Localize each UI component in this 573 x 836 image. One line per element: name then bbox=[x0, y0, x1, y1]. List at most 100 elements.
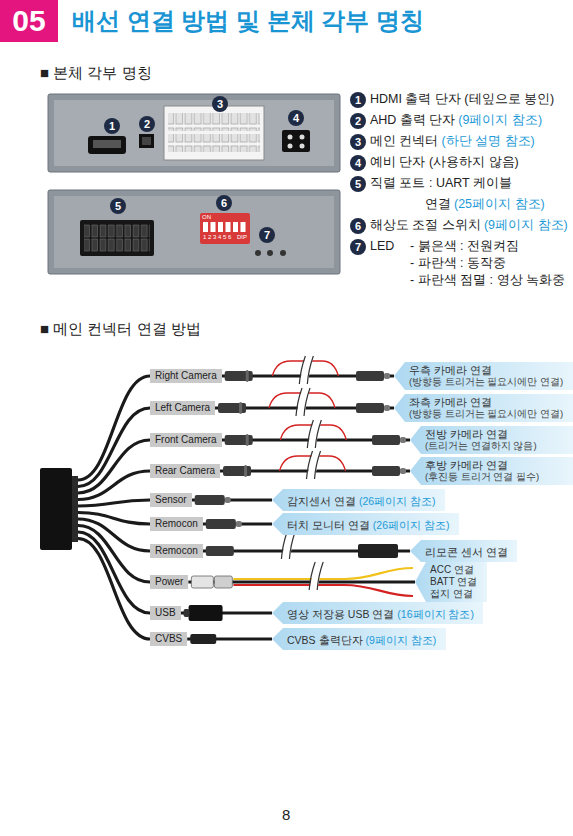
cable-name: USB bbox=[155, 607, 176, 618]
label-text: 해상도 조절 스위치 bbox=[370, 218, 481, 234]
break-mask bbox=[281, 531, 295, 559]
cable-tag: Front Camera bbox=[150, 433, 222, 447]
hdmi-port bbox=[88, 136, 126, 154]
led bbox=[255, 250, 261, 256]
label-text: - 파란색 : 동작중 bbox=[410, 256, 506, 272]
callout-arrow-fill bbox=[410, 457, 573, 485]
dip-switch bbox=[200, 213, 250, 244]
spare-port bbox=[282, 130, 310, 152]
plug-ring bbox=[239, 402, 242, 414]
cable-tag: Sensor bbox=[150, 493, 192, 507]
cable-plug bbox=[218, 403, 246, 413]
label-text: 직렬 포트 : UART 케이블 bbox=[370, 176, 512, 192]
callout-number: 3 bbox=[212, 96, 228, 112]
cable-name: Remocon bbox=[155, 545, 198, 556]
cable-tag: Left Camera bbox=[150, 401, 215, 415]
callout-band: 후방 카메라 연결(후진등 트리거 연결 필수) bbox=[410, 457, 573, 485]
plug-tip bbox=[225, 497, 231, 503]
plug-tip bbox=[400, 468, 406, 474]
plug-ring bbox=[246, 434, 249, 446]
label-text: ■ 메인 컨넥터 연결 방법 bbox=[40, 320, 201, 339]
device-body-rear bbox=[48, 190, 340, 274]
label-text: LED bbox=[370, 239, 394, 255]
callout-arrow-fill bbox=[272, 628, 446, 650]
cable-plug bbox=[195, 495, 225, 505]
callout-text: 터치 모니터 연결 bbox=[287, 519, 370, 531]
label-text: (9페이지 참조) bbox=[458, 113, 542, 129]
callout-number: 4 bbox=[288, 110, 304, 126]
callout-band: CVBS 출력단자(9페이지 참조) bbox=[272, 628, 446, 650]
callout-arrow-fill bbox=[272, 489, 445, 511]
device-body-front bbox=[48, 94, 340, 172]
cable-name: Remocon bbox=[155, 518, 198, 529]
dip-lever bbox=[203, 222, 208, 232]
usb-plug-neck bbox=[184, 609, 190, 617]
connector-pins bbox=[168, 134, 260, 152]
plug-ring bbox=[244, 465, 247, 477]
break-mark bbox=[307, 451, 313, 479]
page-title: 배선 연결 방법 및 본체 각부 명칭 bbox=[72, 5, 424, 37]
harness-wire bbox=[78, 471, 150, 500]
callout-arrow-fill bbox=[394, 394, 573, 422]
callout-band: 리모콘 센서 연결 bbox=[410, 540, 517, 562]
cable-name: CVBS bbox=[155, 633, 182, 644]
plug-tip bbox=[384, 405, 390, 411]
main-connector bbox=[164, 106, 264, 160]
cable-name: Rear Camera bbox=[155, 465, 215, 476]
break-mask bbox=[309, 562, 323, 590]
cable-plug bbox=[356, 371, 384, 381]
usb-plug-body bbox=[189, 605, 223, 621]
break-mask bbox=[307, 451, 321, 479]
section-number: 05 bbox=[12, 4, 45, 37]
label-text: HDMI 출력 단자 (테잎으로 봉인) bbox=[370, 92, 554, 108]
break-mark bbox=[296, 388, 302, 416]
callout-text: CVBS 출력단자 bbox=[287, 634, 363, 646]
label-text: (9페이지 참조) bbox=[484, 218, 568, 234]
cable-plug bbox=[356, 403, 384, 413]
callout-text: BATT 연결 bbox=[430, 576, 479, 588]
ahd-port bbox=[139, 134, 154, 148]
spare-pin bbox=[288, 144, 293, 149]
harness-wire bbox=[78, 513, 150, 525]
cable-tag: Right Camera bbox=[150, 369, 222, 383]
label-text: 예비 단자 (사용하지 않음) bbox=[370, 155, 519, 171]
callout-text: 접지 연결 bbox=[430, 588, 479, 600]
serial-pins bbox=[84, 224, 150, 252]
callout-text: (방향등 트리거는 필요시에만 연결) bbox=[409, 408, 565, 420]
wire-yellow bbox=[233, 568, 413, 579]
label-text: DIP bbox=[237, 234, 247, 242]
callout-band: 좌측 카메라 연결(방향등 트리거는 필요시에만 연결) bbox=[394, 394, 573, 422]
label-text: ON bbox=[202, 214, 211, 222]
callout-text: 감지센서 연결 bbox=[287, 495, 356, 507]
callout-number: 7 bbox=[259, 227, 275, 243]
callout-text: 리모콘 센서 연결 bbox=[425, 546, 508, 558]
cable-name: Front Camera bbox=[155, 434, 217, 445]
break-mark bbox=[304, 388, 310, 416]
cable-plug bbox=[206, 546, 234, 556]
power-plug-female bbox=[191, 576, 213, 588]
cable-tag: CVBS bbox=[150, 632, 187, 646]
callout-text: 좌측 카메라 연결 bbox=[409, 396, 565, 408]
callout-text: 우측 카메라 연결 bbox=[409, 364, 565, 376]
break-mask bbox=[296, 388, 310, 416]
connector-pins bbox=[168, 113, 260, 131]
callout-band: 전방 카메라 연결(트리거는 연결하지 않음) bbox=[410, 426, 573, 454]
cable-tag: Power bbox=[150, 575, 188, 589]
callout-text: (9페이지 참조) bbox=[366, 634, 437, 646]
break-mask bbox=[299, 356, 313, 384]
serial-port bbox=[80, 220, 154, 256]
plug-tip bbox=[384, 373, 390, 379]
label-text: (하단 설명 참조) bbox=[441, 134, 534, 150]
cable-plug bbox=[206, 519, 236, 529]
cable-tag: Rear Camera bbox=[150, 464, 220, 478]
callout-text: (26페이지 참조) bbox=[373, 519, 450, 531]
label-text: 1 2 3 4 5 6 bbox=[203, 234, 231, 242]
harness-wire bbox=[78, 408, 150, 487]
callout-text: ACC 연결 bbox=[430, 564, 479, 576]
callout-arrow-fill bbox=[272, 602, 483, 624]
callout-number: 6 bbox=[350, 218, 366, 234]
break-mark bbox=[299, 356, 305, 384]
hdmi-port-inner bbox=[93, 140, 121, 148]
callout-arrow-fill bbox=[410, 540, 517, 562]
